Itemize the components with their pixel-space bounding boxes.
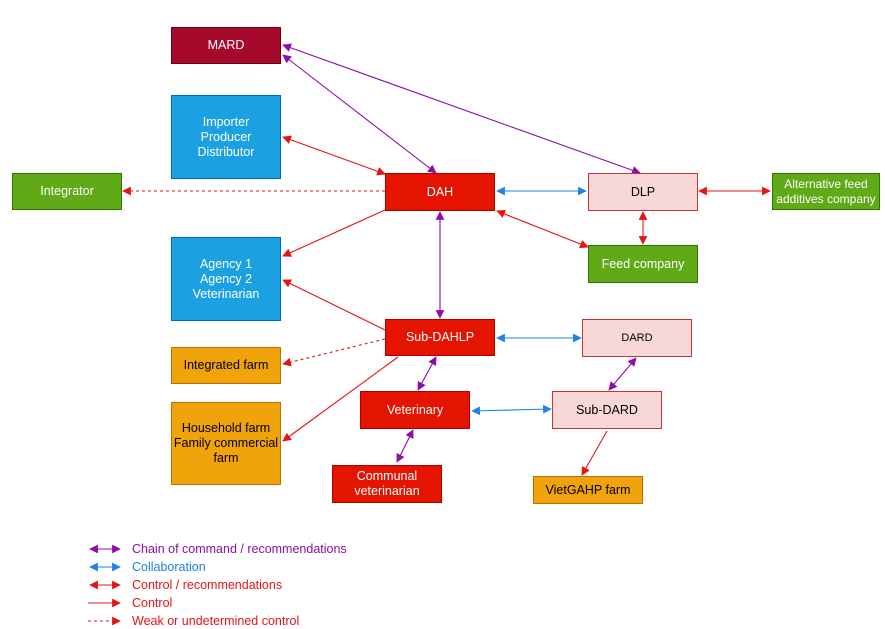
legend-control-rec-arrow-icon: [89, 580, 121, 590]
legend-control-arrow-icon: [88, 598, 121, 608]
edge-dah-agency: [282, 209, 386, 257]
node-dlp: DLP: [588, 173, 698, 211]
legend-command-label: Chain of command / recommendations: [132, 542, 347, 556]
node-dard: DARD: [582, 319, 692, 357]
edge-subdahlp-agency: [282, 279, 386, 331]
legend-collaboration-arrow-icon: [89, 562, 121, 572]
node-dah: DAH: [385, 173, 495, 211]
edge-dah-importer: [282, 135, 386, 176]
legend-control-rec-label: Control / recommendations: [132, 578, 283, 592]
legend-weak: Weak or undetermined control: [86, 613, 299, 629]
node-communal-vet: Communal veterinarian: [332, 465, 442, 503]
edge-veterinary-communal: [396, 429, 414, 463]
node-household-farm: Household farm Family commercial farm: [171, 402, 281, 485]
node-vietgahp: VietGAHP farm: [533, 476, 643, 504]
node-sub-dard: Sub-DARD: [552, 391, 662, 429]
legend-collaboration: Collaboration: [86, 559, 206, 575]
node-veterinary: Veterinary: [360, 391, 470, 429]
edge-dlp-mard: [282, 43, 641, 175]
node-integrator: Integrator: [12, 173, 122, 210]
legend-control-label: Control: [132, 596, 173, 610]
edge-dard-subdard: [608, 357, 637, 391]
node-importer: Importer Producer Distributor: [171, 95, 281, 179]
edge-subdard-vietgahp: [581, 430, 608, 476]
edge-subdahlp-integratedfarm: [282, 338, 386, 367]
legend-control-rec: Control / recommendations: [86, 577, 282, 593]
node-integrated-farm: Integrated farm: [171, 347, 281, 384]
legend-control: Control: [86, 595, 172, 611]
legend-collaboration-label: Collaboration: [132, 560, 206, 574]
node-agency: Agency 1 Agency 2 Veterinarian: [171, 237, 281, 321]
node-sub-dahlp: Sub-DAHLP: [385, 319, 495, 356]
legend-command-arrow-icon: [89, 544, 121, 554]
node-alt-feed: Alternative feed additives company: [772, 173, 880, 210]
legend-weak-label: Weak or undetermined control: [132, 614, 300, 628]
legend-command: Chain of command / recommendations: [86, 541, 347, 557]
edge-subdahlp-veterinary: [417, 356, 437, 391]
node-mard: MARD: [171, 27, 281, 64]
edge-subdahlp-household: [282, 356, 399, 442]
node-feed-company: Feed company: [588, 245, 698, 283]
edge-dah-feedcompany: [496, 209, 589, 249]
edge-veterinary-subdard: [471, 404, 552, 416]
legend-weak-arrow-icon: [88, 616, 121, 626]
